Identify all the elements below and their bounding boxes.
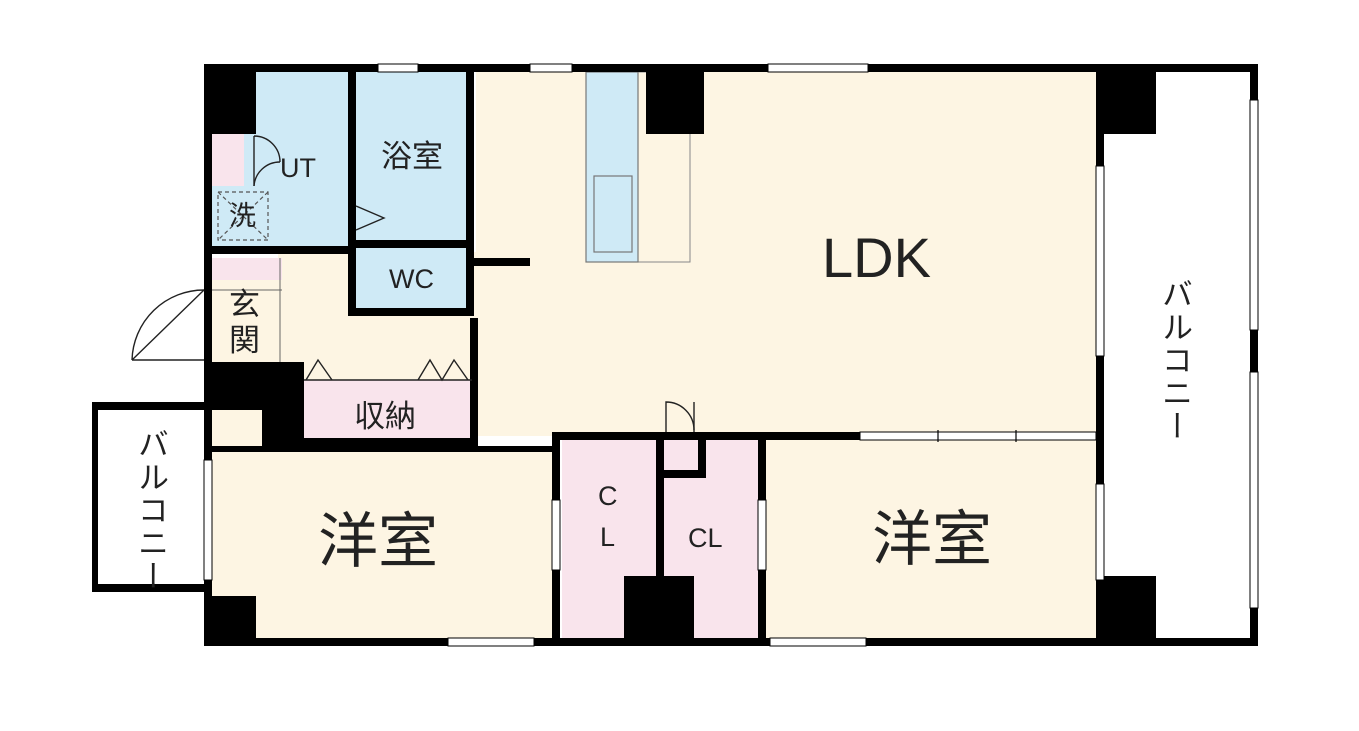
room-label-closet-left-bottom: L <box>600 522 616 552</box>
room-label-bathroom: 浴室 <box>381 139 443 175</box>
room-label-storage: 収納 <box>354 399 416 435</box>
entrance-shelf-fill <box>212 258 282 280</box>
room-label-western-left: 洋室 <box>318 507 438 577</box>
storage-fill <box>304 380 472 440</box>
utility-shelf-fill <box>212 134 244 186</box>
room-label-toilet: WC <box>389 264 434 294</box>
bathroom-fill <box>356 72 472 240</box>
room-label-ldk: LDK <box>822 226 931 289</box>
room-label-utility: UT <box>280 153 316 183</box>
room-label-closet-left-top: C <box>598 481 618 511</box>
western-room-left-fill <box>212 448 554 640</box>
room-label-entrance-bottom: 関 <box>229 323 260 359</box>
windows <box>203 63 1259 647</box>
room-label-balcony-right: バルコニー <box>1156 278 1192 443</box>
western-room-right-fill <box>766 440 1098 640</box>
kitchen-sink <box>593 175 633 253</box>
room-label-entrance-top: 玄 <box>229 287 260 323</box>
doors <box>131 135 695 432</box>
toilet-fill <box>356 248 466 310</box>
room-label-closet-right: CL <box>688 523 723 553</box>
window-details <box>348 169 1017 442</box>
kitchen-counter-fill <box>585 71 639 263</box>
western-room-left-fill-top <box>212 408 270 450</box>
washer-box <box>217 191 269 241</box>
entrance-step <box>212 258 282 362</box>
walls <box>92 64 1258 646</box>
room-label-balcony-left: バルコニー <box>132 428 168 593</box>
ldk-fill <box>476 72 1098 436</box>
room-label-western-right: 洋室 <box>872 505 992 575</box>
room-label-washer: 洗 <box>229 201 256 231</box>
